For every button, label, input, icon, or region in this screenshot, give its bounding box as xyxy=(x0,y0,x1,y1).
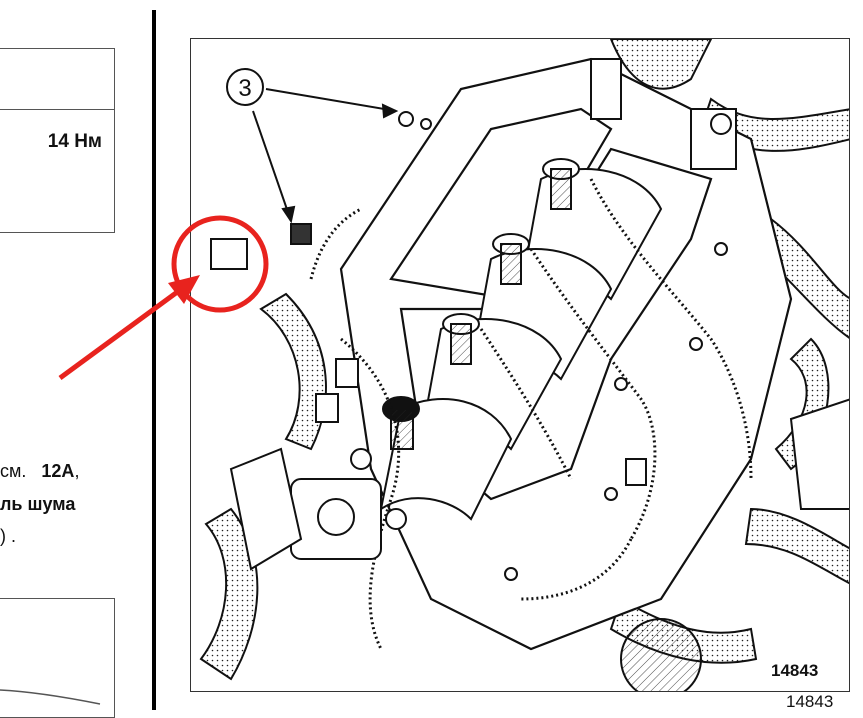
engine-drawing xyxy=(199,39,849,691)
torque-value: 14 Нм xyxy=(47,131,102,152)
pointer-arrow xyxy=(58,287,182,381)
reference-prefix: см. xyxy=(0,461,27,481)
reference-suffix: , xyxy=(74,461,80,481)
callout-leaders xyxy=(252,88,399,224)
engine-figure: 14843 xyxy=(190,38,850,692)
component-name-fragment: ль шума xyxy=(0,494,76,514)
reference-section: 12A xyxy=(41,461,75,481)
wiring-harness xyxy=(309,178,753,650)
closing-fragment: ) . xyxy=(0,526,16,546)
figure-number-outside: 14843 xyxy=(786,692,834,711)
injectors xyxy=(382,158,580,450)
callout-3: 3 xyxy=(226,68,264,106)
torque-table: 14 Нм xyxy=(0,48,115,233)
table-divider xyxy=(0,109,114,110)
second-table xyxy=(0,598,115,718)
reference-line: см. 12A, xyxy=(0,460,79,482)
figure-number: 14843 xyxy=(771,661,819,680)
engine-accessories xyxy=(229,58,849,691)
column-divider xyxy=(152,10,156,710)
